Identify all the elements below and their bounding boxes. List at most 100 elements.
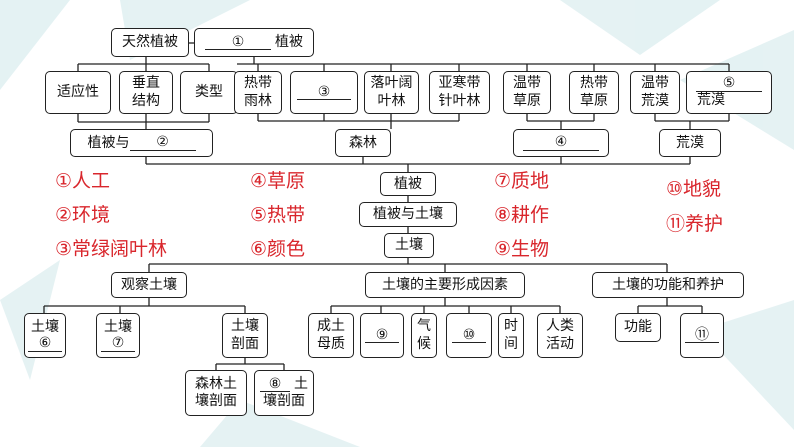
node-label: 土壤的功能和养护 bbox=[612, 276, 724, 293]
answer-6: ⑥颜色 bbox=[250, 238, 306, 260]
node-tropical-grassland: 热带 草原 bbox=[569, 71, 619, 114]
node-label-line2: 活动 bbox=[546, 335, 574, 352]
node-label: 荒漠 bbox=[676, 134, 704, 151]
node-label-line1: 落叶阔 bbox=[370, 75, 413, 92]
answer-8: ⑧耕作 bbox=[494, 204, 550, 226]
blank-4: ④ bbox=[523, 135, 599, 151]
node-label-line1: 温带 bbox=[641, 75, 669, 92]
node-veg-and-environment: 植被与 ② bbox=[70, 129, 213, 157]
node-label-line2: 间 bbox=[504, 335, 518, 352]
node-artificial-vegetation: ① 植被 bbox=[194, 28, 314, 57]
node-human-activity: 人类 活动 bbox=[537, 313, 583, 358]
node-label-line1: 垂直 bbox=[132, 75, 160, 92]
node-function-protection: 土壤的功能和养护 bbox=[592, 272, 744, 298]
node-biology: ⑨ bbox=[360, 313, 404, 358]
node-parent-material: 成土 母质 bbox=[308, 313, 354, 358]
node-formation-factors: 土壤的主要形成因素 bbox=[365, 272, 525, 298]
blank-10: ⑩ bbox=[452, 327, 486, 344]
node-veg-and-soil: 植被与土壤 bbox=[359, 202, 457, 227]
node-landform: ⑩ bbox=[446, 313, 492, 358]
answer-5: ⑤热带 bbox=[250, 204, 306, 226]
node-label: 适应性 bbox=[57, 84, 99, 101]
node-evergreen-forest: ③ bbox=[290, 71, 358, 114]
answer-3: ③常绿阔叶林 bbox=[55, 238, 168, 260]
node-deciduous-forest: 落叶阔 叶林 bbox=[364, 71, 419, 114]
node-temperate-grassland: 温带 草原 bbox=[503, 71, 551, 114]
node-label-line1: 气 bbox=[417, 318, 431, 335]
blank-1: ① bbox=[205, 34, 271, 51]
node-soil-color: 土壤 ⑥ bbox=[24, 313, 66, 358]
node-label: 植被与 bbox=[87, 134, 130, 151]
node-temperate-desert: 温带 荒漠 bbox=[630, 71, 680, 114]
node-label-line2: 草原 bbox=[513, 92, 541, 109]
node-label-line2: 候 bbox=[417, 335, 431, 352]
node-label: 植被与土壤 bbox=[373, 206, 443, 223]
node-label-line2: 针叶林 bbox=[438, 92, 481, 109]
node-function: 功能 bbox=[615, 313, 661, 342]
node-label-line2: 草原 bbox=[580, 92, 608, 109]
blank-8: ⑧ bbox=[260, 376, 290, 393]
node-soil-profile: 土壤 剖面 bbox=[222, 313, 268, 358]
node-label-line2: 壤剖面 bbox=[195, 393, 237, 409]
answer-9: ⑨生物 bbox=[494, 238, 550, 260]
node-label: 植被 bbox=[394, 175, 422, 192]
blank-6: ⑥ bbox=[28, 336, 62, 352]
node-label-line1: 时 bbox=[504, 318, 518, 335]
node-label: 土壤 bbox=[104, 319, 132, 336]
node-label-line1: 森林土 bbox=[195, 375, 237, 392]
node-vertical-structure: 垂直 结构 bbox=[119, 71, 173, 114]
blank-3: ③ bbox=[297, 84, 351, 101]
node-label-line1: 热带 bbox=[244, 75, 272, 92]
node-cultivated-soil-profile: ⑧ 土 壤剖面 bbox=[254, 370, 314, 416]
node-label-line1: 土壤 bbox=[231, 318, 259, 335]
node-adaptability: 适应性 bbox=[45, 71, 111, 114]
answer-10: ⑩地貌 bbox=[666, 178, 722, 200]
node-natural-vegetation: 天然植被 bbox=[111, 28, 189, 57]
node-climate: 气 候 bbox=[411, 313, 437, 358]
node-label: 森林 bbox=[349, 134, 377, 151]
blank-2: ② bbox=[129, 135, 196, 151]
answer-1: ①人工 bbox=[55, 170, 111, 192]
answer-2: ②环境 bbox=[55, 204, 111, 226]
answer-11: ⑪养护 bbox=[666, 213, 724, 235]
node-label-line1: 人类 bbox=[546, 318, 574, 335]
node-tropical-rainforest: 热带 雨林 bbox=[234, 71, 282, 114]
node-tropical-desert: ⑤ 荒漠 bbox=[686, 71, 772, 114]
node-grassland: ④ bbox=[513, 129, 609, 157]
node-label: 荒漠 bbox=[697, 91, 725, 108]
node-label: 天然植被 bbox=[122, 34, 178, 51]
node-forest-soil-profile: 森林土 壤剖面 bbox=[185, 370, 247, 416]
node-label-line2: 剖面 bbox=[231, 335, 259, 352]
blank-7: ⑦ bbox=[101, 336, 135, 352]
node-label-line2: 母质 bbox=[317, 335, 345, 352]
node-forest: 森林 bbox=[335, 129, 391, 157]
node-label: 土壤 bbox=[395, 237, 423, 254]
node-time: 时 间 bbox=[498, 313, 524, 358]
node-label-line1: 成土 bbox=[317, 318, 345, 335]
node-label: 类型 bbox=[195, 84, 223, 101]
node-vegetation-center: 植被 bbox=[380, 172, 436, 196]
node-protection: ⑪ bbox=[680, 313, 724, 358]
node-label-line2: 叶林 bbox=[377, 92, 406, 109]
node-label: 土壤的主要形成因素 bbox=[382, 276, 508, 293]
node-label: 植被 bbox=[275, 34, 303, 51]
node-label: 土壤 bbox=[31, 319, 59, 336]
blank-9: ⑨ bbox=[365, 327, 399, 344]
node-label: 功能 bbox=[624, 319, 652, 336]
node-label-line2: 结构 bbox=[132, 92, 160, 109]
node-label-line1: 温带 bbox=[513, 75, 541, 92]
node-label-line1: ⑧ 土 bbox=[260, 376, 308, 393]
blank-5: ⑤ bbox=[696, 76, 762, 92]
node-label-line2: 雨林 bbox=[244, 92, 272, 109]
node-label-line1: 亚寒带 bbox=[438, 75, 481, 92]
node-label-line2: 荒漠 bbox=[641, 92, 669, 109]
node-label-soil: 土 bbox=[294, 375, 308, 392]
blank-11: ⑪ bbox=[685, 327, 719, 344]
answer-7: ⑦质地 bbox=[494, 170, 550, 192]
node-desert: 荒漠 bbox=[659, 129, 721, 157]
node-soil-texture: 土壤 ⑦ bbox=[96, 313, 140, 358]
node-label-line2: 壤剖面 bbox=[263, 393, 305, 409]
node-subfrigid-forest: 亚寒带 针叶林 bbox=[429, 71, 490, 114]
node-observe-soil: 观察土壤 bbox=[111, 272, 187, 298]
